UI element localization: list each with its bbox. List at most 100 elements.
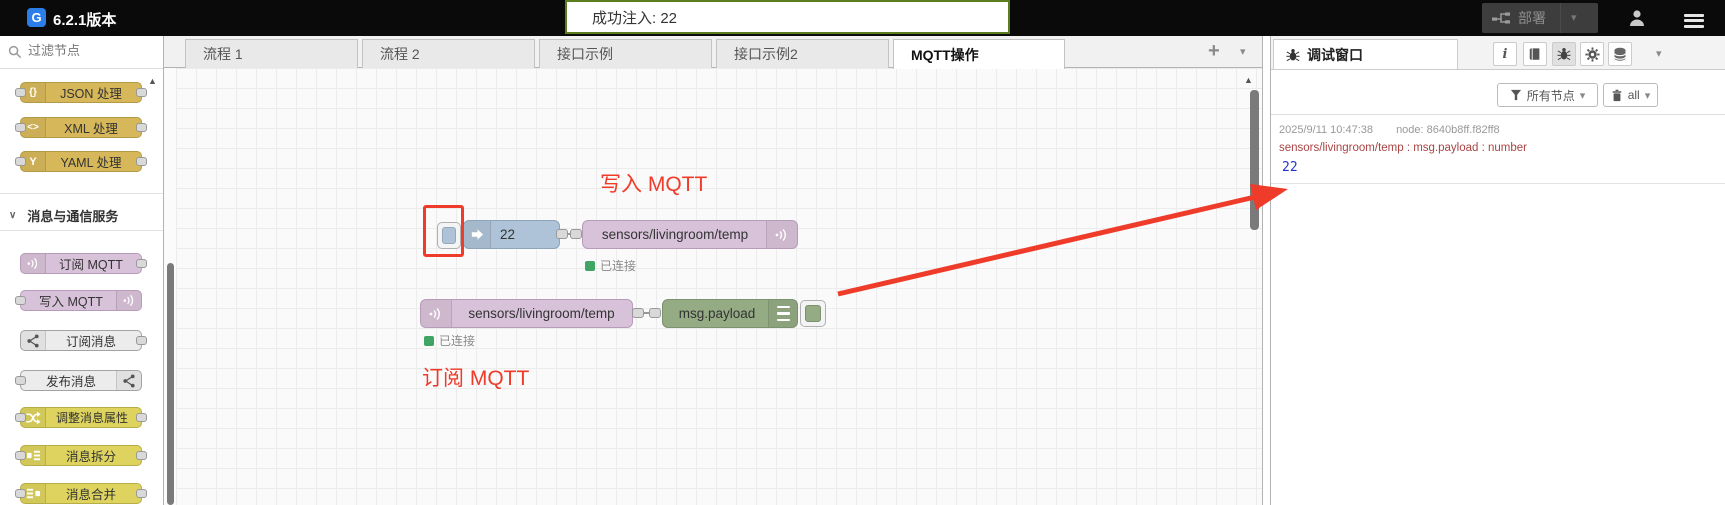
wifi-icon bbox=[766, 221, 797, 248]
tab-api-example[interactable]: 接口示例 bbox=[539, 39, 712, 68]
wifi-icon bbox=[116, 291, 141, 310]
tab-label: 接口示例2 bbox=[734, 46, 798, 62]
palette-node-label: 订阅 MQTT bbox=[59, 258, 123, 272]
palette-node-label: 调整消息属性 bbox=[55, 411, 128, 425]
mqtt-in-node-label: sensors/livingroom/temp bbox=[468, 306, 615, 321]
palette-node-join[interactable]: 消息合并 bbox=[15, 483, 147, 504]
config-button[interactable] bbox=[1580, 42, 1604, 66]
input-port[interactable] bbox=[15, 376, 26, 385]
user-icon[interactable] bbox=[1627, 8, 1647, 33]
palette-node-xml[interactable]: <> XML 处理 bbox=[15, 117, 147, 138]
help-button[interactable] bbox=[1523, 42, 1547, 66]
output-port[interactable] bbox=[136, 123, 147, 132]
input-port[interactable] bbox=[15, 296, 26, 305]
info-button[interactable]: i bbox=[1493, 42, 1517, 66]
caret-down-icon: ▾ bbox=[1579, 89, 1586, 102]
palette-scroll-up-icon[interactable]: ▲ bbox=[148, 76, 157, 86]
book-icon bbox=[1529, 48, 1540, 60]
palette-scrollbar-thumb[interactable] bbox=[167, 263, 174, 505]
debug-button[interactable] bbox=[1552, 42, 1576, 66]
deploy-button[interactable]: 部署 ▾ bbox=[1482, 3, 1598, 33]
status-label: 已连接 bbox=[439, 334, 476, 348]
canvas-scrollbar-thumb[interactable] bbox=[1250, 90, 1259, 230]
palette-section-messaging[interactable]: ∨ 消息与通信服务 bbox=[0, 205, 163, 225]
deploy-caret-icon[interactable]: ▾ bbox=[1560, 3, 1577, 33]
output-port[interactable] bbox=[136, 451, 147, 460]
add-flow-button[interactable]: + bbox=[1208, 40, 1220, 62]
palette-node-subscribe[interactable]: 订阅消息 bbox=[20, 330, 147, 351]
palette-node-label: XML 处理 bbox=[64, 122, 118, 136]
filter-nodes-button[interactable]: 所有节点 ▾ bbox=[1497, 83, 1598, 107]
palette-divider bbox=[0, 230, 163, 231]
palette-node-change[interactable]: 调整消息属性 bbox=[15, 407, 147, 428]
palette-node-split[interactable]: 消息拆分 bbox=[15, 445, 147, 466]
palette-node-mqtt-in[interactable]: 订阅 MQTT bbox=[20, 253, 147, 274]
input-port[interactable] bbox=[15, 123, 26, 132]
input-port[interactable] bbox=[15, 88, 26, 97]
output-port[interactable] bbox=[136, 88, 147, 97]
status-label: 已连接 bbox=[600, 259, 637, 273]
input-port[interactable] bbox=[649, 308, 661, 318]
shuffle-icon bbox=[21, 408, 46, 427]
output-port[interactable] bbox=[136, 336, 147, 345]
app-logo: G bbox=[27, 8, 46, 27]
sidebar-menu-caret-icon[interactable]: ▾ bbox=[1656, 48, 1662, 60]
tab-mqtt-active[interactable]: MQTT操作 bbox=[893, 39, 1065, 69]
main-menu-icon[interactable] bbox=[1684, 11, 1704, 30]
debug-node[interactable]: msg.payload bbox=[662, 299, 798, 328]
context-data-button[interactable] bbox=[1608, 42, 1632, 66]
annotation-subscribe-mqtt: 订阅 MQTT bbox=[422, 367, 530, 390]
tab-list-caret-icon[interactable]: ▾ bbox=[1240, 46, 1246, 58]
debug-message[interactable]: 2025/9/11 10:47:38 node: 8640b8ff.f82ff8… bbox=[1271, 115, 1725, 184]
output-port[interactable] bbox=[136, 157, 147, 166]
tab-debug-window[interactable]: 调试窗口 bbox=[1273, 39, 1458, 70]
palette-node-label: 发布消息 bbox=[45, 375, 96, 389]
palette-search-input[interactable] bbox=[26, 42, 155, 59]
debug-timestamp: 2025/9/11 10:47:38 bbox=[1279, 124, 1373, 136]
debug-toggle-button[interactable] bbox=[800, 300, 826, 327]
angle-brackets-icon: <> bbox=[21, 118, 46, 137]
bug-icon bbox=[1286, 48, 1300, 61]
tab-flow2[interactable]: 流程 2 bbox=[362, 39, 535, 68]
palette-section-label: 消息与通信服务 bbox=[27, 208, 119, 224]
wire bbox=[638, 312, 656, 314]
output-port[interactable] bbox=[632, 308, 644, 318]
input-port[interactable] bbox=[15, 489, 26, 498]
output-port[interactable] bbox=[136, 259, 147, 268]
clear-messages-button[interactable]: all ▾ bbox=[1603, 83, 1658, 107]
mqtt-out-status: 已连接 bbox=[585, 257, 636, 274]
tab-label: 流程 1 bbox=[203, 46, 243, 62]
input-port[interactable] bbox=[570, 229, 582, 239]
canvas-scroll-up-icon[interactable]: ▲ bbox=[1244, 75, 1253, 85]
palette-node-mqtt-out[interactable]: 写入 MQTT bbox=[15, 290, 142, 311]
trash-icon bbox=[1612, 89, 1622, 101]
palette-node-label: 订阅消息 bbox=[65, 335, 116, 349]
palette-node-label: YAML 处理 bbox=[60, 156, 122, 170]
split-icon bbox=[21, 446, 46, 465]
debug-toggle-inner bbox=[805, 305, 821, 322]
sidebar-tab-label: 调试窗口 bbox=[1307, 46, 1363, 63]
mqtt-in-status: 已连接 bbox=[424, 332, 475, 349]
output-port[interactable] bbox=[136, 489, 147, 498]
palette-node-yaml[interactable]: Y YAML 处理 bbox=[15, 151, 147, 172]
debug-payload-value: 22 bbox=[1282, 160, 1298, 175]
mqtt-in-node[interactable]: sensors/livingroom/temp bbox=[420, 299, 633, 328]
mqtt-out-node[interactable]: sensors/livingroom/temp bbox=[582, 220, 798, 249]
tab-flow1[interactable]: 流程 1 bbox=[185, 39, 358, 68]
inject-button-inner bbox=[442, 227, 456, 244]
flow-canvas[interactable]: 写入 MQTT 22 sensors/livingroom/temp bbox=[164, 68, 1262, 505]
tab-api-example2[interactable]: 接口示例2 bbox=[716, 39, 889, 68]
sidebar-divider[interactable] bbox=[1262, 36, 1271, 505]
yaml-icon: Y bbox=[21, 152, 46, 171]
palette-node-json[interactable]: {} JSON 处理 bbox=[15, 82, 147, 103]
output-port[interactable] bbox=[136, 413, 147, 422]
inject-button[interactable] bbox=[437, 222, 461, 249]
inject-node[interactable]: 22 bbox=[463, 220, 560, 249]
input-port[interactable] bbox=[15, 157, 26, 166]
flow-tabbar: 流程 1 流程 2 接口示例 接口示例2 MQTT操作 + ▾ bbox=[164, 36, 1262, 69]
input-port[interactable] bbox=[15, 413, 26, 422]
input-port[interactable] bbox=[15, 451, 26, 460]
tab-label: 流程 2 bbox=[380, 46, 420, 62]
output-port[interactable] bbox=[556, 229, 568, 239]
palette-node-publish[interactable]: 发布消息 bbox=[15, 370, 142, 391]
